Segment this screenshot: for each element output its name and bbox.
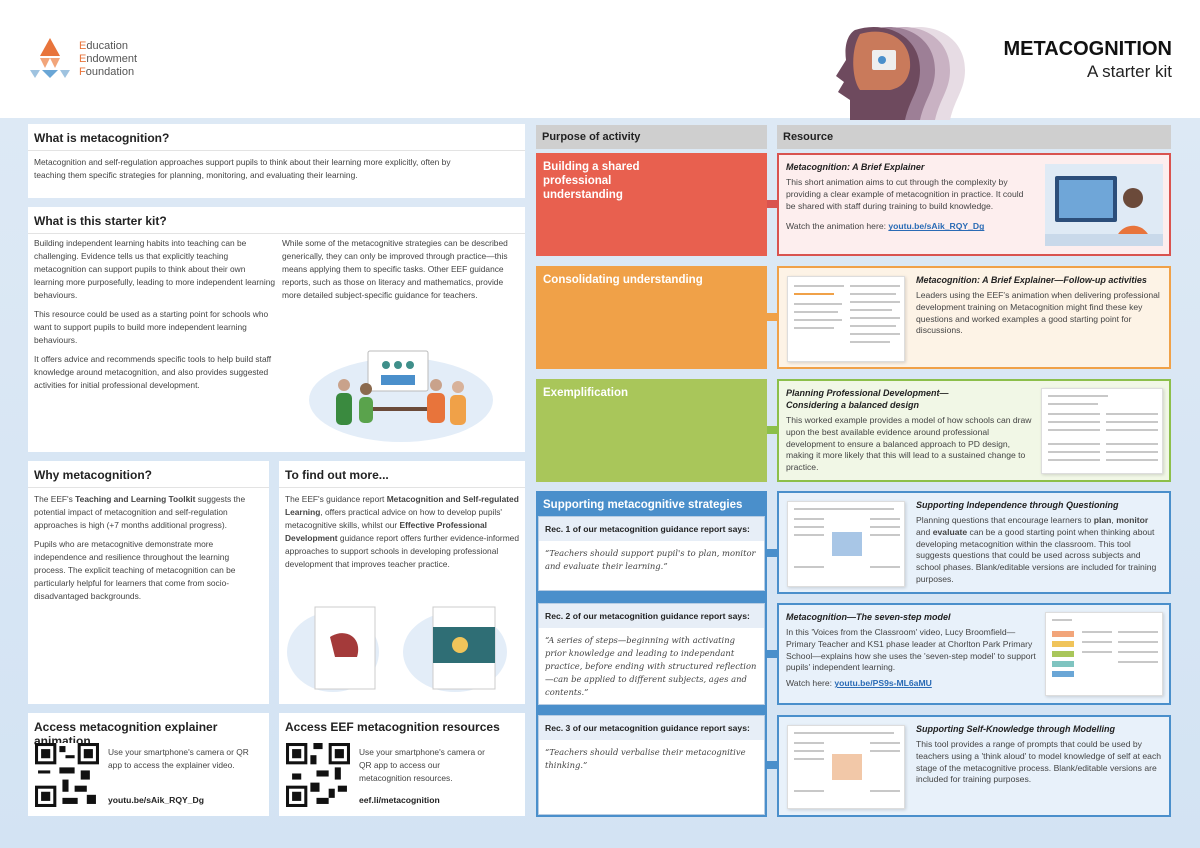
- find-out-text: The EEF's guidance report Metacognition …: [285, 494, 519, 569]
- access-animation-link[interactable]: youtu.be/sAik_RQY_Dg: [108, 795, 204, 805]
- why-card: Why metacognition? The EEF's Teaching an…: [28, 461, 269, 704]
- brief-explainer-link[interactable]: youtu.be/sAik_RQY_Dg: [888, 221, 985, 232]
- document-thumbnail: [1041, 388, 1163, 474]
- resource-title: Supporting Self-Knowledge through Modell…: [916, 724, 1115, 734]
- eef-logo: Education Endowment Foundation: [28, 36, 168, 84]
- connector: [765, 549, 777, 557]
- access-animation-text: Use your smartphone's camera or QR app t…: [108, 747, 249, 770]
- resource-watch: Watch here: youtu.be/PS9s-ML6aMU: [786, 678, 932, 689]
- access-resources-text: Use your smartphone's camera or QR app t…: [359, 747, 485, 783]
- find-out-title: To find out more...: [279, 461, 525, 488]
- logo-line-3: Foundation: [79, 66, 135, 78]
- resource-body: This worked example provides a model of …: [786, 415, 1032, 473]
- qr-code-animation-icon[interactable]: [35, 743, 99, 807]
- document-thumbnail: [787, 276, 905, 362]
- rec-heading: Rec. 3 of our metacognition guidance rep…: [539, 716, 764, 740]
- starter-kit-p2: This resource could be used as a startin…: [34, 309, 269, 345]
- rec-3-card: Rec. 3 of our metacognition guidance rep…: [538, 715, 765, 815]
- resource-modelling[interactable]: Supporting Self-Knowledge through Modell…: [777, 715, 1171, 817]
- rec-2-card: Rec. 2 of our metacognition guidance rep…: [538, 603, 765, 705]
- purpose-column-header: Purpose of activity: [536, 125, 767, 149]
- pd-report-link[interactable]: Effective Professional Development: [285, 520, 488, 543]
- purpose-consolidating: Consolidating understanding: [536, 266, 767, 369]
- resource-title: Metacognition: A Brief Explainer—Follow-…: [916, 275, 1147, 285]
- seven-step-link[interactable]: youtu.be/PS9s-ML6aMU: [834, 678, 932, 689]
- access-resources-link[interactable]: eef.li/metacognition: [359, 795, 440, 805]
- resource-body: This tool provides a range of prompts th…: [916, 739, 1162, 785]
- connector: [765, 761, 777, 769]
- starter-kit-p4: While some of the metacognitive strategi…: [282, 238, 508, 300]
- resource-title: Planning Professional Development— Consi…: [786, 388, 949, 410]
- what-is-card: What is metacognition? Metacognition and…: [28, 124, 525, 198]
- why-p1: The EEF's Teaching and Learning Toolkit …: [34, 494, 246, 530]
- qr-code-resources-icon[interactable]: [286, 743, 350, 807]
- what-is-text: Metacognition and self-regulation approa…: [34, 157, 451, 180]
- guidance-report-link[interactable]: Metacognition and Self-regulated Learnin…: [285, 494, 519, 517]
- resource-column-header: Resource: [777, 125, 1171, 149]
- guidance-reports-illustration: [287, 606, 507, 692]
- resource-planning-pd[interactable]: Planning Professional Development— Consi…: [777, 379, 1171, 482]
- connector: [767, 426, 777, 434]
- starter-kit-p1: Building independent learning habits int…: [34, 238, 276, 300]
- logo-line-2: Endowment: [79, 53, 138, 65]
- connector: [767, 200, 777, 208]
- what-is-title: What is metacognition?: [28, 124, 525, 151]
- logo-line-1: Education: [79, 40, 128, 52]
- eef-logo-icon: [30, 38, 70, 78]
- document-thumbnail: [787, 725, 905, 809]
- page-subtitle: A starter kit: [1086, 62, 1172, 81]
- resource-body: Planning questions that encourage learne…: [916, 515, 1157, 584]
- starter-kit-p3: It offers advice and recommends specific…: [34, 354, 272, 390]
- rec-heading: Rec. 2 of our metacognition guidance rep…: [539, 604, 764, 628]
- starter-kit-card: What is this starter kit? Building indep…: [28, 207, 525, 452]
- why-title: Why metacognition?: [28, 461, 269, 488]
- find-out-card: To find out more... The EEF's guidance r…: [279, 461, 525, 704]
- resource-body: In this 'Voices from the Classroom' vide…: [786, 627, 1036, 673]
- animation-thumbnail: [1045, 164, 1163, 246]
- access-resources-card: Access EEF metacognition resources Use y…: [279, 713, 525, 816]
- purpose-exemplification: Exemplification: [536, 379, 767, 482]
- purpose-building-shared: Building a shared professional understan…: [536, 153, 767, 256]
- resource-title: Metacognition—The seven-step model: [786, 612, 951, 622]
- rec-quote: “A series of steps—beginning with activa…: [545, 635, 757, 697]
- page-title: METACOGNITION: [1003, 38, 1172, 60]
- starter-kit-title: What is this starter kit?: [28, 207, 525, 234]
- resource-title: Supporting Independence through Question…: [916, 500, 1119, 510]
- resource-brief-explainer[interactable]: Metacognition: A Brief Explainer This sh…: [777, 153, 1171, 256]
- resource-seven-step[interactable]: Metacognition—The seven-step model In th…: [777, 603, 1171, 705]
- head-illustration: [836, 26, 965, 120]
- access-resources-title: Access EEF metacognition resources: [285, 720, 500, 734]
- access-animation-card: Access metacognition explainer animation…: [28, 713, 269, 816]
- resource-body: This short animation aims to cut through…: [786, 177, 1024, 211]
- resource-questioning[interactable]: Supporting Independence through Question…: [777, 491, 1171, 594]
- resource-title: Metacognition: A Brief Explainer: [786, 162, 925, 172]
- connector: [765, 650, 777, 658]
- rec-quote: “Teachers should support pupil's to plan…: [545, 548, 756, 571]
- document-thumbnail: [787, 501, 905, 587]
- resource-body: Leaders using the EEF's animation when d…: [916, 290, 1160, 336]
- purpose-supporting: Supporting metacognitive strategies: [543, 499, 743, 511]
- why-p2: Pupils who are metacognitive demonstrate…: [34, 539, 236, 601]
- toolkit-link[interactable]: Teaching and Learning Toolkit: [75, 494, 196, 504]
- rec-1-card: Rec. 1 of our metacognition guidance rep…: [538, 516, 765, 591]
- resource-watch: Watch the animation here: youtu.be/sAik_…: [786, 221, 985, 232]
- document-thumbnail: [1045, 612, 1163, 696]
- rec-quote: “Teachers should verbalise their metacog…: [545, 747, 746, 770]
- teachers-illustration: [309, 350, 493, 442]
- connector: [767, 313, 777, 321]
- resource-follow-up[interactable]: Metacognition: A Brief Explainer—Follow-…: [777, 266, 1171, 369]
- rec-heading: Rec. 1 of our metacognition guidance rep…: [539, 517, 764, 541]
